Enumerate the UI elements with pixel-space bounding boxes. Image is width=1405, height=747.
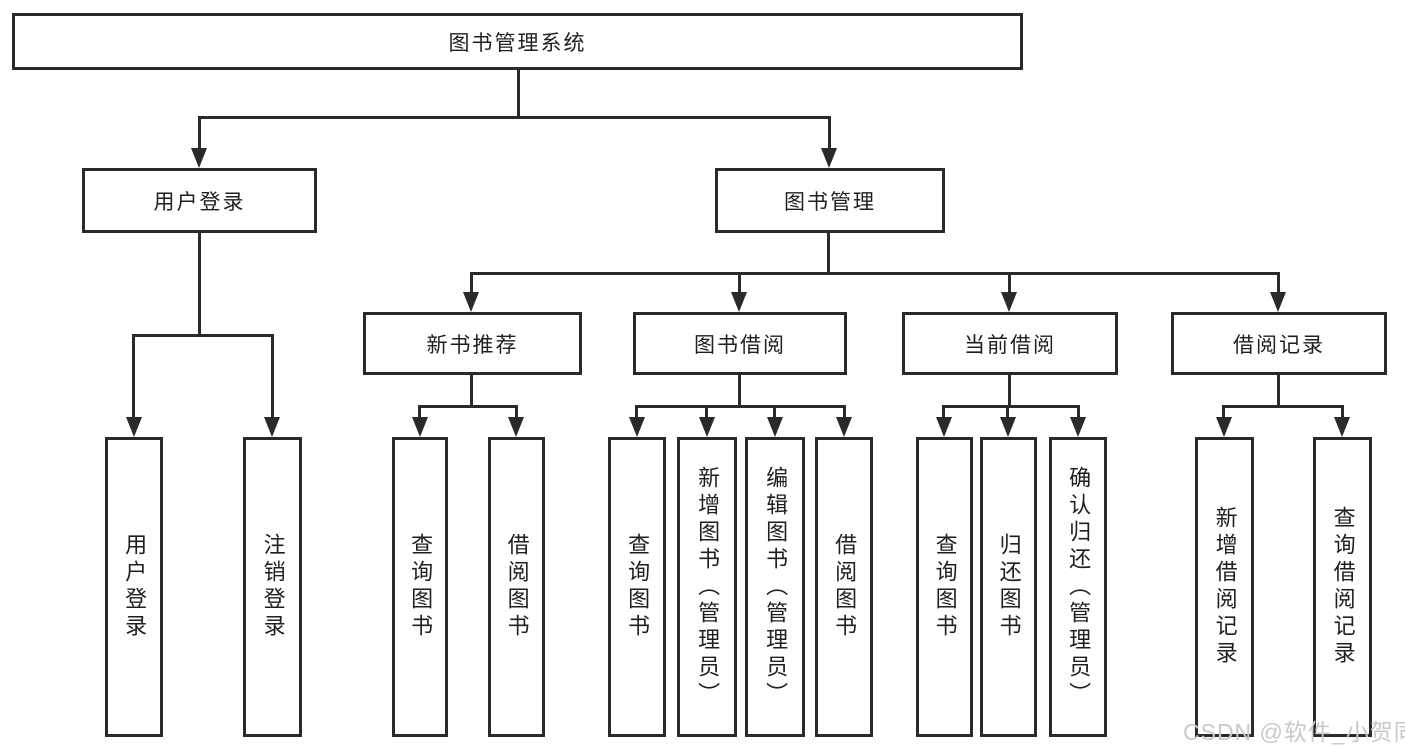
edge-drop-borrow-records — [1277, 272, 1280, 296]
arrowhead — [508, 417, 524, 437]
arrowhead — [836, 417, 852, 437]
arrowhead — [1334, 417, 1350, 437]
node-label: 新书推荐 — [426, 333, 519, 357]
arrowhead — [412, 417, 428, 437]
node-label: 图书借阅 — [694, 333, 786, 357]
edge-group4-stem — [1277, 373, 1280, 408]
edge-drop — [843, 405, 846, 421]
edge-drop — [635, 405, 638, 421]
node-confirm-return-admin: 确认归还（管理员） — [1049, 437, 1107, 737]
node-user-login: 用户登录 — [82, 168, 317, 233]
edge-level2-bus — [198, 116, 830, 119]
edge-group1-bus — [418, 405, 518, 408]
arrowhead — [264, 417, 280, 437]
node-label: 借阅图书 — [504, 533, 530, 641]
edge-level3-bus — [470, 272, 1280, 275]
node-label: 图书管理 — [784, 190, 876, 214]
node-edit-books-admin: 编辑图书（管理员） — [745, 437, 805, 737]
arrowhead — [1001, 292, 1017, 312]
node-current-borrowing: 当前借阅 — [902, 312, 1118, 375]
edge-drop-logout-leaf — [271, 334, 274, 421]
arrowhead — [191, 148, 207, 168]
arrowhead — [821, 148, 837, 168]
edge-book-management-stem — [827, 231, 830, 275]
node-return-books: 归还图书 — [980, 437, 1037, 737]
edge-drop-book-management — [828, 116, 831, 152]
node-borrow-books-borrowing: 借阅图书 — [815, 437, 873, 737]
node-label: 查询图书 — [932, 533, 958, 641]
arrowhead — [1070, 417, 1086, 437]
edge-drop-user-login — [198, 116, 201, 152]
node-borrowing-records: 借阅记录 — [1171, 312, 1387, 375]
edge-drop — [942, 405, 945, 421]
edge-root-stem — [517, 68, 520, 119]
node-book-borrowing: 图书借阅 — [633, 312, 847, 375]
node-label: 用户登录 — [153, 190, 246, 214]
edge-drop — [773, 405, 776, 421]
edge-drop — [1077, 405, 1080, 421]
node-label: 注销登录 — [260, 533, 286, 641]
edge-drop — [1341, 405, 1344, 421]
node-label: 查询图书 — [625, 533, 651, 641]
arrowhead — [936, 417, 952, 437]
node-query-books-borrowing: 查询图书 — [608, 437, 666, 737]
arrowhead — [731, 292, 747, 312]
node-query-books-recommend: 查询图书 — [392, 437, 448, 737]
edge-drop-login-leaf — [132, 334, 135, 421]
arrowhead — [1000, 417, 1016, 437]
node-new-book-recommendation: 新书推荐 — [363, 312, 582, 375]
node-label: 借阅图书 — [832, 533, 858, 641]
arrowhead — [126, 417, 142, 437]
edge-drop — [1222, 405, 1225, 421]
edge-user-login-bus — [132, 334, 274, 337]
node-label: 新增借阅记录 — [1212, 506, 1238, 668]
node-label: 归还图书 — [996, 533, 1022, 641]
edge-user-login-stem — [198, 231, 201, 337]
edge-drop — [1006, 405, 1009, 421]
node-label: 当前借阅 — [964, 333, 1056, 357]
node-borrow-books-recommend: 借阅图书 — [488, 437, 545, 737]
node-label: 查询图书 — [408, 533, 434, 641]
node-add-borrow-record: 新增借阅记录 — [1195, 437, 1254, 737]
edge-drop-book-borrow — [738, 272, 741, 296]
edge-drop — [418, 405, 421, 421]
edge-group2-bus — [635, 405, 846, 408]
edge-drop — [705, 405, 708, 421]
node-query-books-current: 查询图书 — [916, 437, 973, 737]
edge-drop — [515, 405, 518, 421]
node-label: 确认归还（管理员） — [1066, 465, 1092, 709]
node-logout-leaf: 注销登录 — [243, 437, 302, 737]
edge-group3-stem — [1008, 373, 1011, 408]
arrowhead — [1216, 417, 1232, 437]
node-add-books-admin: 新增图书（管理员） — [677, 437, 737, 737]
arrowhead — [463, 292, 479, 312]
arrowhead — [1270, 292, 1286, 312]
node-label: 图书管理系统 — [448, 31, 587, 55]
csdn-watermark: CSDN @软件_小贺同学 — [1183, 719, 1405, 745]
edge-group1-stem — [470, 373, 473, 408]
node-label: 查询借阅记录 — [1330, 506, 1356, 668]
edge-drop-new-book — [470, 272, 473, 296]
node-label: 借阅记录 — [1233, 333, 1325, 357]
edge-group2-stem — [738, 373, 741, 408]
node-user-login-leaf: 用户登录 — [105, 437, 163, 737]
arrowhead — [767, 417, 783, 437]
edge-group3-bus — [942, 405, 1080, 408]
node-label: 用户登录 — [122, 533, 148, 641]
node-label: 编辑图书（管理员） — [763, 465, 789, 709]
edge-drop-current-borrow — [1008, 272, 1011, 296]
node-label: 新增图书（管理员） — [695, 465, 721, 709]
arrowhead — [699, 417, 715, 437]
node-book-management: 图书管理 — [715, 168, 945, 233]
arrowhead — [629, 417, 645, 437]
node-book-management-system: 图书管理系统 — [12, 13, 1023, 70]
edge-group4-bus — [1222, 405, 1344, 408]
node-query-borrow-record: 查询借阅记录 — [1313, 437, 1372, 737]
